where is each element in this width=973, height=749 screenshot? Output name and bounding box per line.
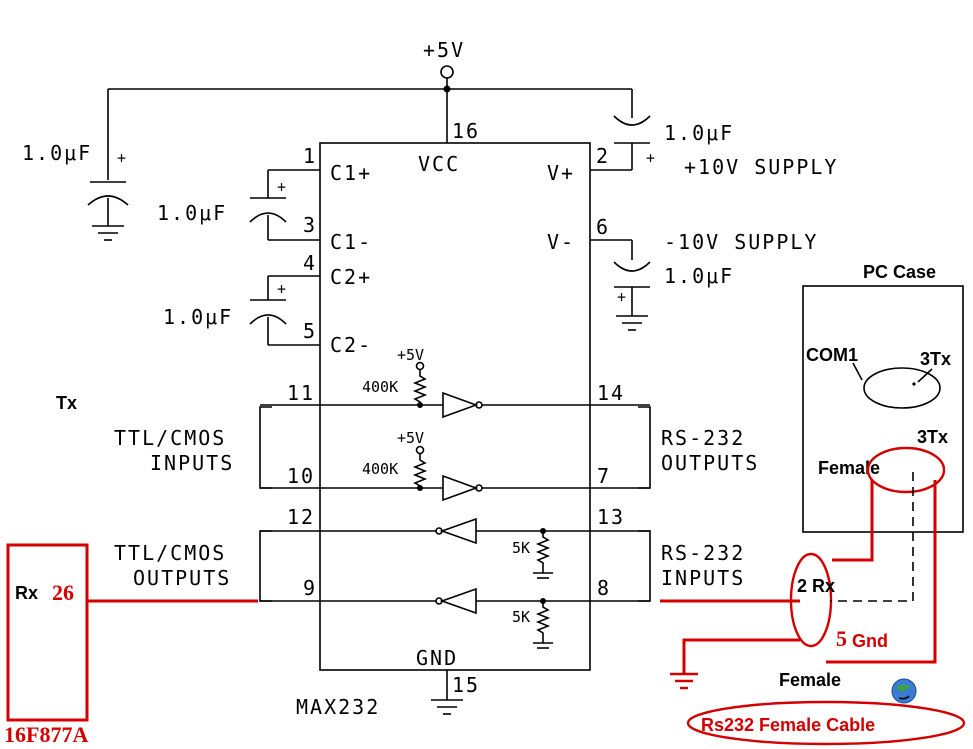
chip-name: MAX232	[296, 695, 380, 719]
svg-text:+: +	[117, 149, 126, 167]
cable-tx-wire	[832, 480, 874, 562]
female-label-bottom: Female	[779, 670, 841, 690]
svg-text:+: +	[277, 178, 286, 196]
ttl-inputs-label-2: INPUTS	[150, 451, 234, 475]
ttl-outputs-bracket	[259, 530, 272, 602]
svg-text:400K: 400K	[362, 460, 398, 478]
cap-c1-label: 1.0μF	[157, 201, 227, 225]
pin-15: 15	[452, 673, 480, 697]
svg-text:+: +	[646, 149, 655, 167]
com1-label: COM1	[806, 345, 858, 365]
rs-inputs-label-2: INPUTS	[661, 566, 745, 590]
female-connector-top-icon	[866, 446, 946, 494]
pin-2-label: V+	[547, 161, 575, 185]
cap-c1-curve	[249, 212, 287, 223]
gnd-red-wire	[682, 638, 800, 674]
rs-outputs-bracket	[638, 406, 651, 489]
mcu-name: 16F877A	[4, 722, 88, 747]
driver-2-buffer-icon	[442, 474, 479, 502]
pin-3: 3	[303, 213, 317, 237]
pin-5-label: C2-	[330, 333, 372, 357]
pin-1-label: C1+	[330, 161, 372, 185]
svg-text:+5V: +5V	[397, 346, 424, 364]
rx-pin-label: 2 Rx	[797, 576, 835, 596]
gnd-pin-label: Gnd	[852, 631, 888, 651]
pin-7: 7	[597, 464, 611, 488]
rs-inputs-bracket	[638, 530, 651, 602]
cable-dashed-line	[830, 472, 914, 602]
max232-chip-body	[319, 142, 591, 671]
tx-annotation: Tx	[56, 393, 77, 413]
com1-tx-label: 3Tx	[920, 349, 951, 369]
female-label-top: Female	[818, 458, 880, 478]
driver-1-buffer-icon	[442, 391, 479, 419]
pin-4: 4	[303, 251, 317, 275]
cap-c2-curve	[249, 314, 287, 325]
ttl-outputs-label-2: OUTPUTS	[133, 566, 231, 590]
com1-port-icon	[863, 367, 941, 409]
gnd-pin-number: 5	[836, 626, 847, 651]
tx-pointer	[917, 368, 933, 383]
svg-text:+: +	[277, 280, 286, 298]
receiver-2-buffer-icon	[439, 587, 477, 615]
cable-gnd-wire	[826, 480, 937, 664]
mcu-box	[6, 543, 89, 722]
pin-14: 14	[597, 381, 625, 405]
female-tx-label: 3Tx	[917, 427, 948, 447]
receiver-1-buffer-icon	[439, 517, 477, 545]
vcc-terminal	[440, 65, 454, 79]
svg-text:400K: 400K	[362, 378, 398, 396]
ttl-inputs-bracket	[259, 406, 272, 489]
cable-label: Rs232 Female Cable	[701, 715, 875, 735]
pin-11: 11	[287, 381, 315, 405]
mcu-rx-label: Rx	[15, 583, 38, 603]
pin-6-label: V-	[547, 230, 575, 254]
rs-inputs-label-1: RS-232	[661, 541, 745, 565]
pin-5: 5	[303, 319, 317, 343]
pullup-2-resistor-icon	[412, 454, 428, 488]
svg-text:5K: 5K	[512, 608, 530, 626]
gnd-label: GND	[416, 646, 458, 670]
pin-2: 2	[596, 144, 610, 168]
vcc-label: VCC	[418, 152, 460, 176]
ttl-inputs-label-1: TTL/CMOS	[114, 426, 226, 450]
svg-text:+: +	[617, 288, 626, 306]
mcu-pin-number: 26	[52, 580, 74, 605]
cable-label-oval	[686, 700, 966, 746]
cap-vplus-label: 1.0μF	[664, 121, 734, 145]
com1-pointer	[852, 362, 863, 381]
pullup-1-resistor-icon	[412, 370, 428, 405]
pin-6: 6	[596, 215, 610, 239]
pin-1: 1	[303, 144, 317, 168]
svg-text:5K: 5K	[512, 539, 530, 557]
pulldown-2-resistor-icon	[535, 601, 551, 643]
pin-16: 16	[452, 119, 480, 143]
pin-8: 8	[597, 576, 611, 600]
rs-outputs-label-2: OUTPUTS	[661, 451, 759, 475]
pc-case-box	[802, 285, 964, 533]
pin-4-label: C2+	[330, 265, 372, 289]
pin-13: 13	[597, 505, 625, 529]
rs-outputs-label-1: RS-232	[661, 426, 745, 450]
cap-c2-label: 1.0μF	[163, 305, 233, 329]
pin-9: 9	[303, 576, 317, 600]
cap-left-curve	[87, 195, 129, 206]
pin-12: 12	[287, 505, 315, 529]
cap-vminus-label: 1.0μF	[664, 264, 734, 288]
globe-icon	[891, 678, 917, 704]
cap-left-label: 1.0μF	[22, 141, 92, 165]
pin-10: 10	[287, 464, 315, 488]
svg-text:+5V: +5V	[397, 429, 424, 447]
minus10v-label: -10V SUPPLY	[664, 230, 818, 254]
supply-label: +5V	[423, 38, 465, 62]
pc-case-label: PC Case	[863, 262, 936, 282]
cap-vminus-curve	[613, 261, 651, 272]
cap-vplus-curve	[613, 115, 651, 126]
pulldown-1-resistor-icon	[535, 531, 551, 573]
ttl-outputs-label-1: TTL/CMOS	[114, 541, 226, 565]
pin-3-label: C1-	[330, 230, 372, 254]
plus10v-label: +10V SUPPLY	[684, 155, 838, 179]
